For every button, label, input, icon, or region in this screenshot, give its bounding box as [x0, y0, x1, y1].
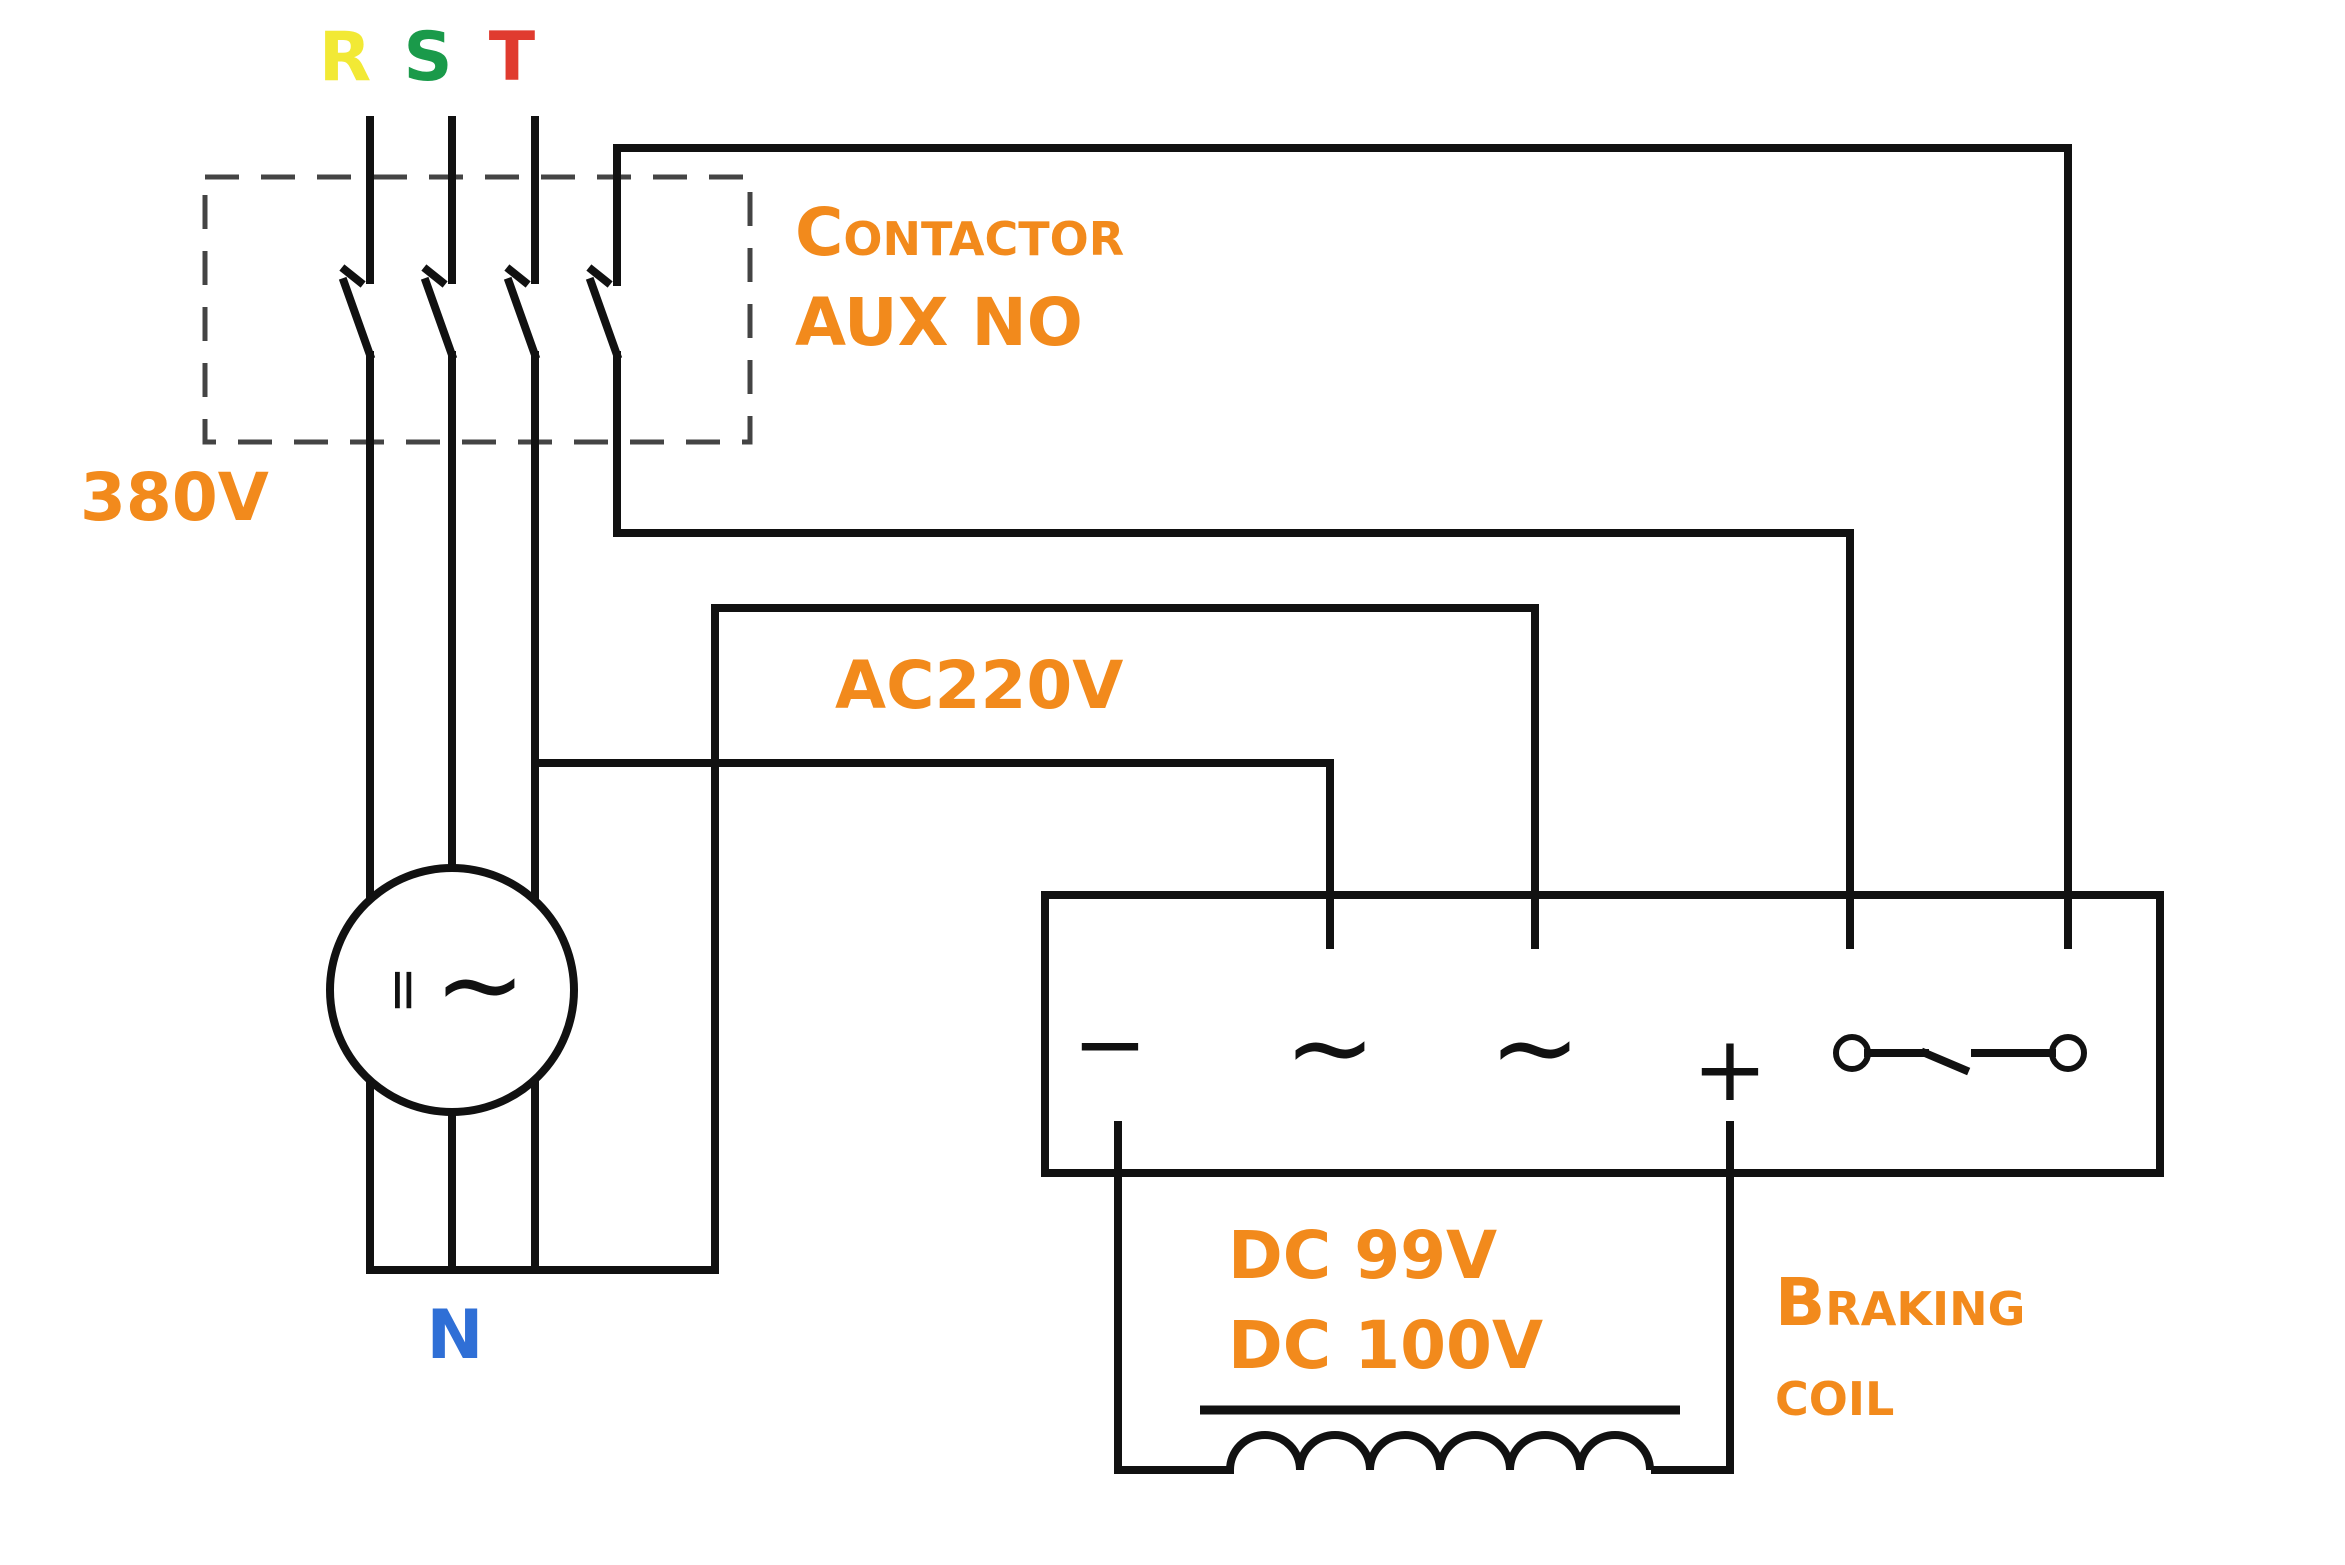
dc-99v-label: DC 99V	[1228, 1217, 1497, 1294]
rectifier-plus-terminal: +	[1692, 1017, 1767, 1122]
phase-lines-top	[366, 116, 539, 284]
rectifier-terminals	[1114, 891, 2072, 1177]
phase-label-r: R	[319, 18, 371, 97]
rectifier-box	[1041, 891, 2164, 1177]
phase-lines-bottom	[366, 351, 539, 1274]
braking-label: Braking	[1775, 1264, 2025, 1341]
aux-no-label: AUX NO	[795, 284, 1083, 361]
rectifier-ac2-terminal: ~	[1489, 983, 1581, 1111]
motor-ac-symbol: ~	[434, 920, 526, 1048]
phase-label-t: T	[489, 18, 536, 97]
motor: = ~	[326, 864, 578, 1116]
ac-feed-wire	[531, 759, 1334, 949]
voltage-380-label: 380V	[80, 459, 269, 536]
dc-100v-label: DC 100V	[1228, 1307, 1543, 1384]
contactor-label: Contactor	[795, 194, 1124, 271]
voltage-ac220-label: AC220V	[835, 647, 1123, 724]
motor-dc-symbol: =	[371, 966, 439, 1015]
rectifier-minus-terminal: −	[1072, 992, 1147, 1097]
rectifier-ac1-terminal: ~	[1284, 983, 1376, 1111]
aux-contact-wire-bottom	[613, 351, 1854, 949]
contactor-enclosure	[202, 174, 753, 445]
phase-label-s: S	[404, 18, 453, 97]
contactor-contacts	[338, 264, 623, 361]
annotation-labels: Contactor AUX NO 380V AC220V DC 99V DC 1…	[80, 194, 2025, 1431]
coil-icon	[1200, 1405, 1680, 1471]
neutral-label: N	[427, 1296, 484, 1375]
switch-icon	[1833, 1034, 2087, 1076]
neutral-bus	[366, 604, 1539, 1274]
dc-return-wire	[1651, 1169, 1734, 1474]
coil-label: coil	[1775, 1354, 1894, 1431]
motor-symbol-icon	[326, 864, 578, 1116]
dc-output-wire	[1114, 1169, 1234, 1474]
aux-contact-wire-top	[613, 144, 2072, 949]
